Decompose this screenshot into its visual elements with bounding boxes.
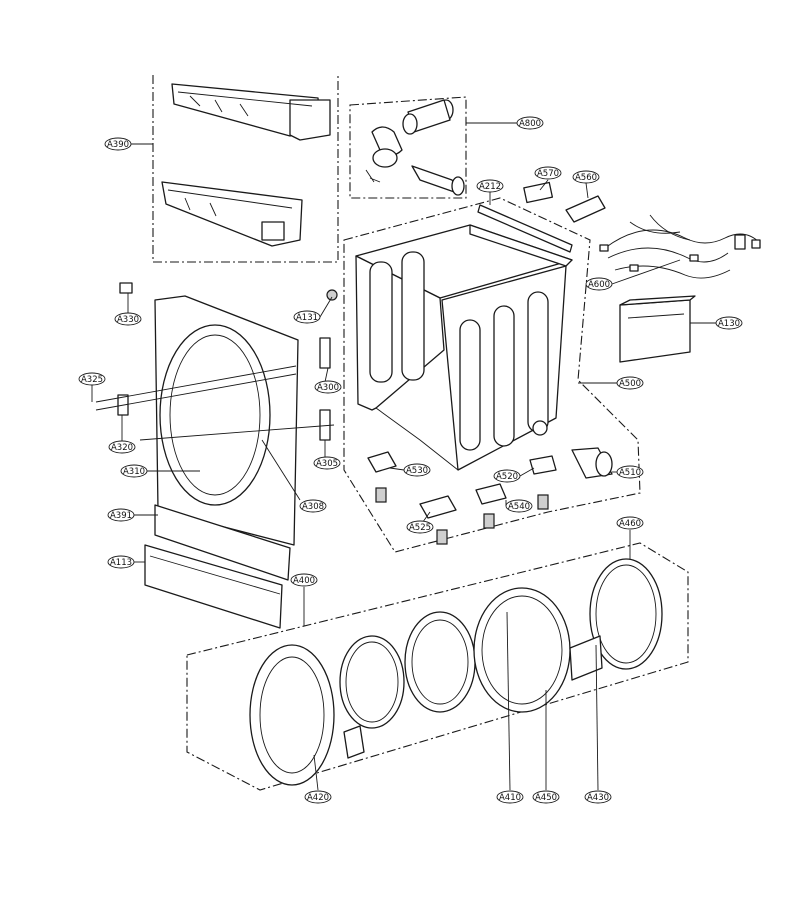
callout-a320: A320 [108,440,136,454]
callout-a430: A430 [584,790,612,804]
callout-a800-label: A800 [519,119,541,129]
callout-a400-label: A400 [293,576,315,586]
callout-a305: A305 [313,456,341,470]
callout-a450-label: A450 [535,793,557,803]
callout-a460: A460 [616,516,644,530]
callout-a325-label: A325 [81,375,103,385]
callout-a131-label: A131 [296,313,318,323]
callout-a420: A420 [304,790,332,804]
cabinet-top-parts [477,181,606,253]
callout-a530: A530 [403,463,431,477]
callout-a500: A500 [616,376,644,390]
callout-a530-label: A530 [406,466,428,476]
callout-a325: A325 [78,372,106,386]
callout-a450: A450 [532,790,560,804]
callout-a308-label: A308 [302,502,324,512]
callout-a540: A540 [505,499,533,513]
callout-a510-label: A510 [619,468,641,478]
callout-a525: A525 [406,520,434,534]
wire-harness [599,214,761,279]
callout-a520: A520 [493,469,521,483]
door-assembly [249,558,663,786]
callout-a391-label: A391 [110,511,132,521]
callout-a410-label: A410 [499,793,521,803]
callout-a600: A600 [585,277,613,291]
callout-a391: A391 [107,508,135,522]
callout-a212: A212 [476,179,504,193]
callout-a800: A800 [516,116,544,130]
callout-a113: A113 [107,555,135,569]
callout-a212-label: A212 [479,182,501,192]
callout-a500-label: A500 [619,379,641,389]
callout-a113-label: A113 [110,558,132,568]
callout-a420-label: A420 [307,793,329,803]
leader-lines [91,122,716,791]
callout-a460-label: A460 [619,519,641,529]
callout-a130-label: A130 [718,319,740,329]
callout-a540-label: A540 [508,502,530,512]
callout-a600-label: A600 [588,280,610,290]
feet-and-brackets [367,447,613,545]
callout-a510: A510 [616,465,644,479]
callout-a308: A308 [299,499,327,513]
exhaust-duct-parts [365,99,465,196]
duct-bracket-assembly [161,83,331,247]
callout-a300-label: A300 [317,383,339,393]
callout-a330-label: A330 [117,315,139,325]
callout-a131: A131 [293,310,321,324]
group-boundaries [152,75,689,791]
callout-a310-label: A310 [123,467,145,477]
callout-a320-label: A320 [111,443,133,453]
callout-a570-label: A570 [537,169,559,179]
callout-a390: A390 [104,137,132,151]
callout-a130: A130 [715,316,743,330]
callout-a560: A560 [572,170,600,184]
callout-a310: A310 [120,464,148,478]
cabinet-frame [326,224,573,471]
callout-a430-label: A430 [587,793,609,803]
callout-a570: A570 [534,166,562,180]
lower-panels [144,504,291,629]
callout-a330: A330 [114,312,142,326]
callout-a520-label: A520 [496,472,518,482]
callout-a400: A400 [290,573,318,587]
front-panel [95,282,335,546]
callout-a390-label: A390 [107,140,129,150]
control-panel-part [619,295,696,363]
callout-a560-label: A560 [575,173,597,183]
callout-a305-label: A305 [316,459,338,469]
callout-a410: A410 [496,790,524,804]
callout-a525-label: A525 [409,523,431,533]
callout-a300: A300 [314,380,342,394]
